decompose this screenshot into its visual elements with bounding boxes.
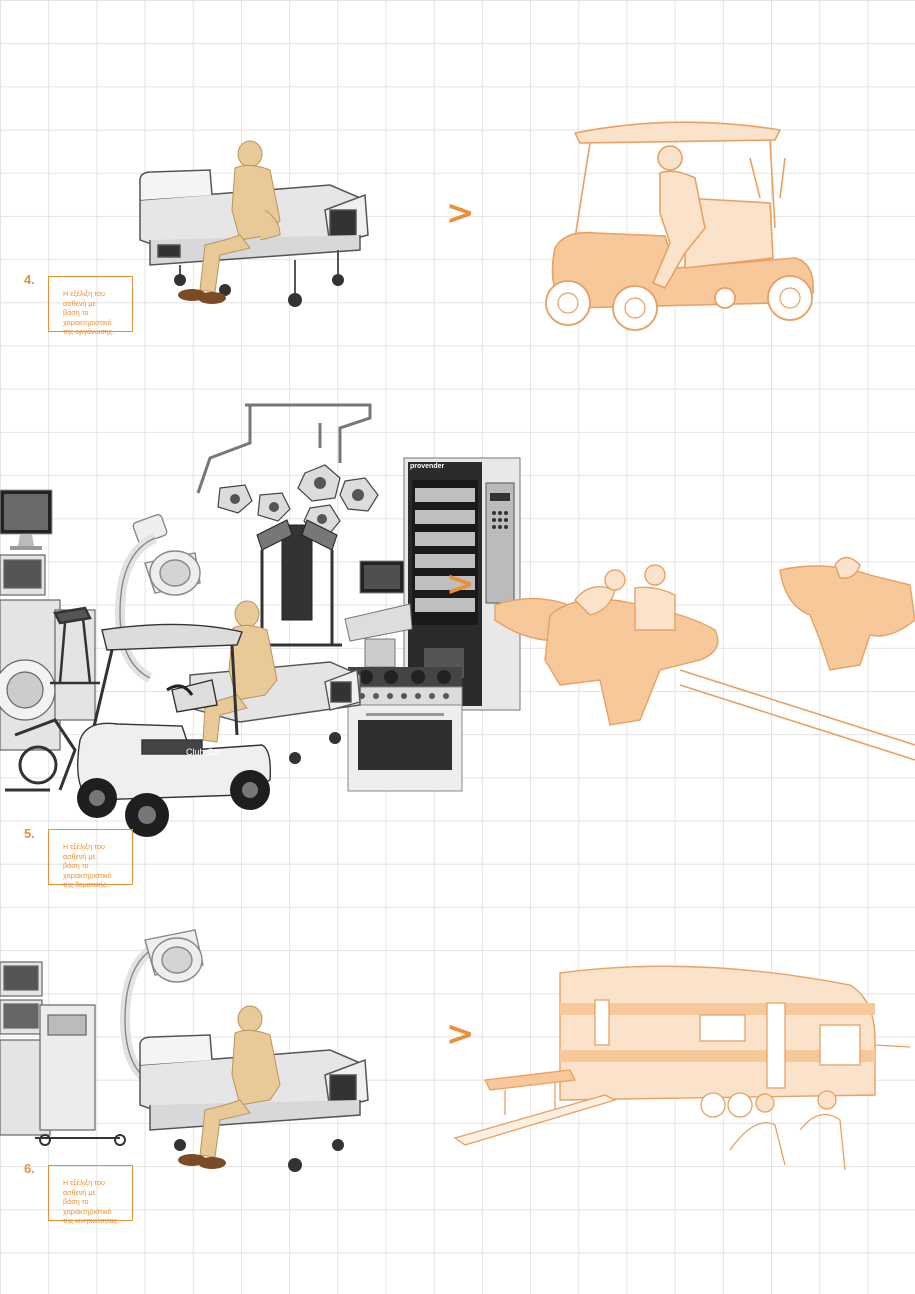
c-arm-xray-icon (114, 513, 201, 683)
caption-line: βάση το χαρακτηριστικό (63, 308, 112, 327)
hospital-bed-patient-icon (139, 1005, 369, 1172)
caption-line: βάση το χαρακτηριστικό (63, 1197, 112, 1216)
section-6: 6. Η εξέλιξη του ασθενή με βάση το χαρακ… (0, 905, 915, 1294)
medical-equipment-icon (0, 554, 96, 792)
medical-equipment-icon (0, 961, 126, 1146)
section-4: 4. Η εξέλιξη του ασθενή με βάση το χαρακ… (0, 0, 915, 345)
equipment-stand-icon (252, 519, 342, 647)
golf-cart-icon (77, 623, 272, 837)
caption-line: Η εξέλιξη του ασθενή με (63, 1178, 105, 1197)
section-number: 6. (24, 1161, 35, 1176)
ultrasound-machine-icon (344, 560, 413, 668)
transition-arrow: > (446, 193, 475, 233)
caption-line: της κινητικότητας. (63, 1216, 120, 1226)
caption-line: της θεματικής. (63, 880, 109, 890)
caption-box: Η εξέλιξη του ασθενή με βάση το χαρακτηρ… (48, 1165, 133, 1225)
section-5: provender (0, 345, 915, 905)
monitor-icon (0, 489, 53, 550)
cart-brand-label: Club Car (186, 747, 222, 757)
surgical-light-icon (196, 403, 379, 534)
section-number: 4. (24, 272, 35, 287)
transition-arrow: > (446, 564, 475, 604)
caption-line: βάση το χαρακτηριστικό (63, 861, 112, 880)
treadmill-icon (50, 606, 100, 685)
kitchen-range-icon (347, 667, 463, 792)
caption-line: της οργάνωσης. (63, 327, 115, 337)
camper-trailer-sketch-icon (453, 965, 911, 1171)
caption-box: Η εξέλιξη του ασθενή με βάση το χαρακτηρ… (48, 276, 133, 336)
caption-line: Η εξέλιξη του ασθενή με (63, 289, 105, 308)
golf-cart-sketch-icon (545, 121, 814, 331)
flying-elephant-ride-sketch-icon (494, 556, 915, 761)
caption-line: Η εξέλιξη του ασθενή με (63, 842, 105, 861)
vending-brand-label: provender (410, 463, 445, 470)
caption-box: Η εξέλιξη του ασθενή με βάση το χαρακτηρ… (48, 829, 133, 889)
vending-machine-icon (403, 457, 521, 711)
section-number: 5. (24, 826, 35, 841)
hospital-bed-patient-icon (139, 140, 369, 307)
c-arm-xray-icon (119, 929, 204, 1090)
transition-arrow: > (446, 1014, 475, 1054)
